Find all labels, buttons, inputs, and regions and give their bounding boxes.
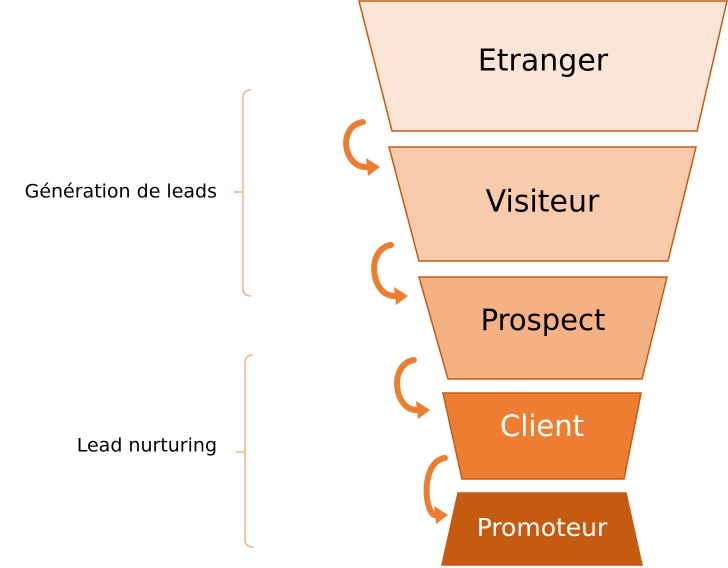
stage-shape	[442, 392, 642, 480]
funnel-stage-client: Client	[442, 392, 642, 480]
funnel-stage-promoteur: Promoteur	[441, 492, 643, 566]
stage-label: Visiteur	[486, 185, 600, 220]
stage-shape	[358, 0, 728, 132]
stage-label: Client	[500, 409, 584, 443]
curved-arrow-icon	[371, 242, 408, 305]
stage-label: Prospect	[481, 303, 606, 337]
group-labels: Génération de leads Lead nurturing	[25, 181, 217, 457]
stage-label: Etranger	[478, 44, 609, 79]
stage-label: Promoteur	[477, 513, 608, 542]
group-label-lead-nurturing: Lead nurturing	[77, 435, 217, 457]
curved-arrow-icon	[343, 119, 380, 176]
bracket-lead-nurturing	[236, 354, 254, 548]
arrows	[343, 119, 448, 524]
funnel: Etranger Visiteur Prospect Client Promot…	[358, 0, 728, 566]
curved-arrow-icon	[394, 357, 430, 419]
funnel-stage-visiteur: Visiteur	[388, 146, 697, 262]
funnel-stage-prospect: Prospect	[418, 276, 668, 380]
curved-arrow-icon	[423, 455, 448, 524]
group-label-lead-generation: Génération de leads	[25, 181, 217, 203]
stage-shape	[388, 146, 697, 262]
brackets	[234, 89, 254, 548]
bracket-lead-generation	[234, 89, 252, 297]
stage-shape	[441, 492, 643, 566]
funnel-stage-etranger: Etranger	[358, 0, 728, 132]
stage-shape	[418, 276, 668, 380]
